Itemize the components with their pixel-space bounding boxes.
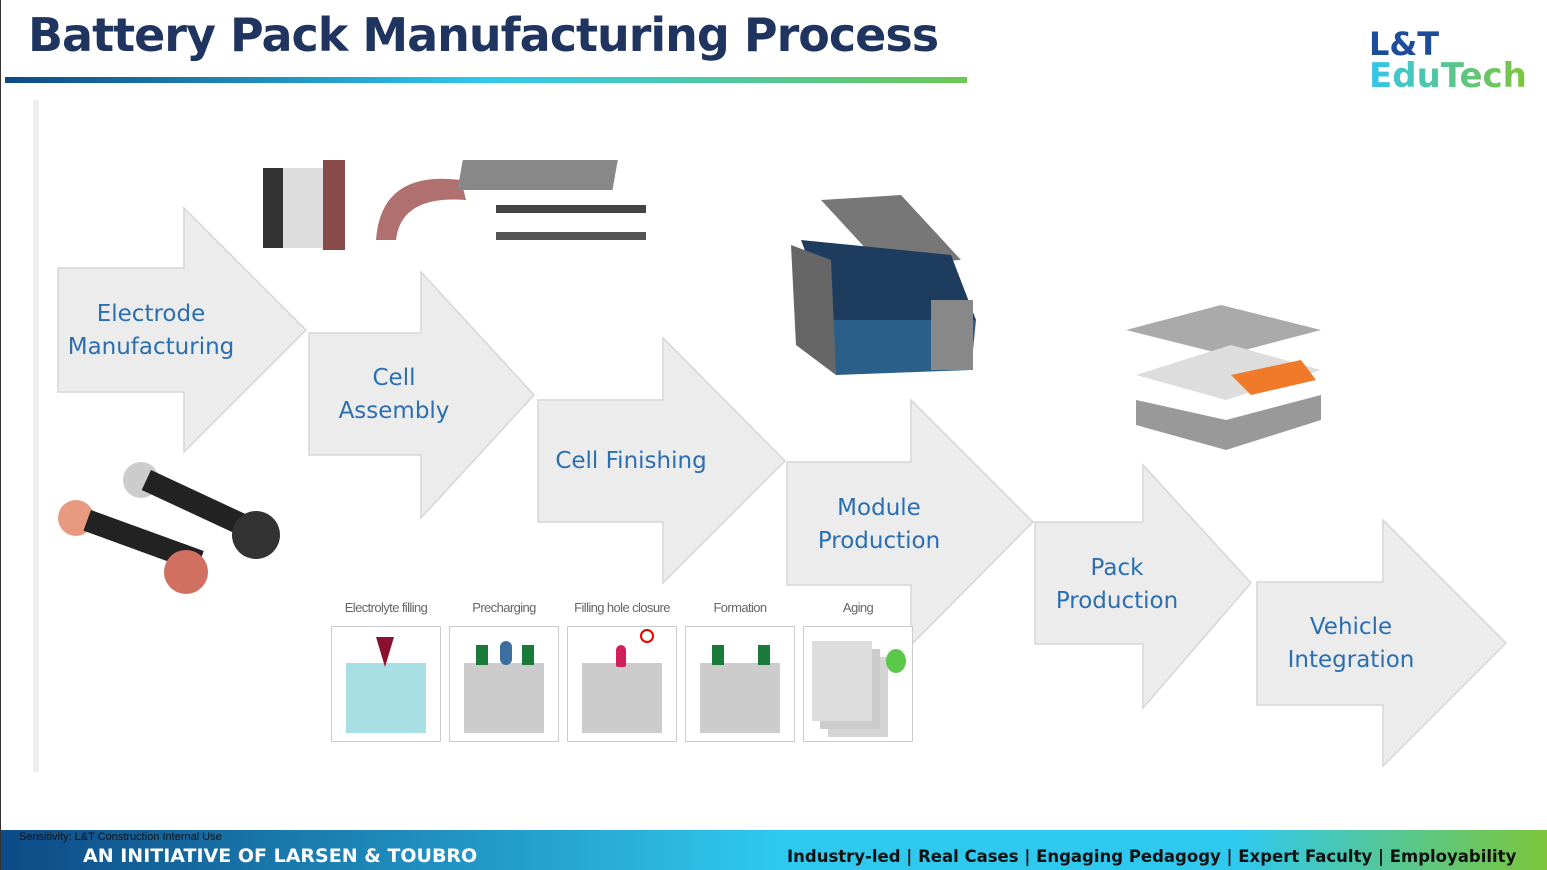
- slide-title: Battery Pack Manufacturing Process: [28, 8, 939, 62]
- arrow-cell-finishing: [537, 336, 787, 585]
- logo-line1: L&T: [1369, 25, 1440, 63]
- electrode-rolls-image: [58, 462, 280, 594]
- sensitivity-label: Sensitivity: L&T Construction Internal U…: [19, 831, 222, 843]
- substep-image: [803, 626, 913, 742]
- substep-aging: Aging: [803, 598, 913, 742]
- arrow-electrode: [57, 206, 308, 454]
- cell-finishing-substeps: Electrolyte filling Precharging Filling …: [331, 598, 913, 742]
- substep-image: [567, 626, 677, 742]
- substep-electrolyte-filling: Electrolyte filling: [331, 598, 441, 742]
- substep-image: [449, 626, 559, 742]
- pack-image: [1126, 305, 1321, 450]
- substep-image: [685, 626, 795, 742]
- substep-label: Formation: [713, 600, 767, 615]
- process-flow: [57, 160, 1508, 768]
- left-accent-bar: [33, 100, 39, 772]
- lt-edutech-logo: L&T EduTech: [1369, 25, 1527, 96]
- substep-precharging: Precharging: [449, 598, 559, 742]
- step-label: Manufacturing: [67, 334, 235, 360]
- step-label: Electrode: [96, 301, 206, 327]
- footer-tagline: Industry-led | Real Cases | Engaging Ped…: [787, 847, 1517, 866]
- step-cell-finishing: Cell Finishing: [541, 445, 721, 478]
- step-label: Integration: [1287, 647, 1415, 673]
- footer-bar: Sensitivity: L&T Construction Internal U…: [1, 830, 1547, 870]
- step-label: Pack: [1090, 555, 1144, 581]
- step-label: Cell Finishing: [555, 448, 707, 474]
- step-label: Module: [837, 495, 921, 521]
- substep-filling-hole-closure: Filling hole closure: [567, 598, 677, 742]
- substep-label: Aging: [842, 600, 874, 615]
- cell-types-image: [263, 160, 646, 250]
- step-label: Production: [817, 528, 941, 554]
- step-label: Production: [1055, 588, 1179, 614]
- substep-formation: Formation: [685, 598, 795, 742]
- module-image: [791, 195, 976, 375]
- substep-label: Filling hole closure: [574, 600, 670, 615]
- arrow-cell-assembly: [308, 270, 536, 520]
- title-underline: [5, 77, 967, 83]
- step-label: Vehicle: [1309, 614, 1393, 640]
- substep-label: Precharging: [472, 600, 536, 615]
- logo-line2: EduTech: [1369, 56, 1527, 96]
- arrow-vehicle: [1256, 518, 1508, 768]
- substep-label: Electrolyte filling: [344, 600, 428, 615]
- substep-image: [331, 626, 441, 742]
- step-label: Assembly: [338, 398, 450, 424]
- step-label: Cell: [372, 365, 416, 391]
- footer-initiative: AN INITIATIVE OF LARSEN & TOUBRO: [83, 845, 478, 867]
- arrow-pack: [1034, 463, 1253, 711]
- arrow-module: [786, 398, 1035, 647]
